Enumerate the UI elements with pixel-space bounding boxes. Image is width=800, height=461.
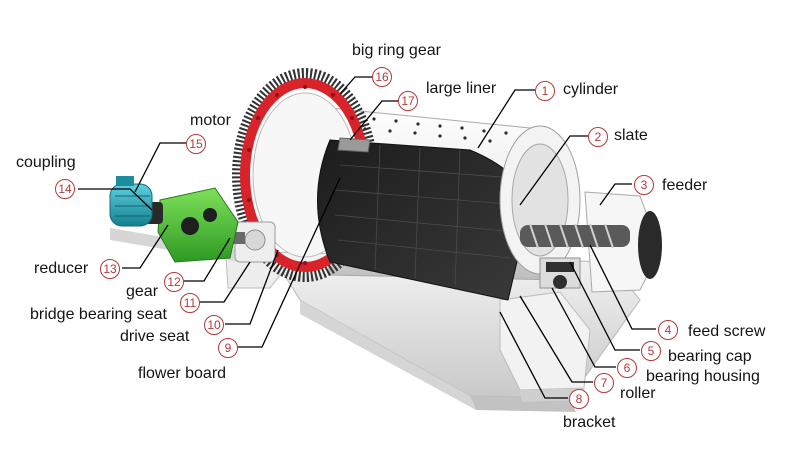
- label-bracket: bracket: [563, 414, 616, 431]
- label-gear: gear: [126, 283, 159, 300]
- leader-line-cylinder: [477, 89, 535, 149]
- leader-line-coupling: [78, 188, 153, 211]
- badge-15: 15: [186, 134, 206, 154]
- label-coupling: coupling: [16, 154, 76, 171]
- badge-2: 2: [588, 127, 608, 147]
- leader-line-bearing-housing: [551, 287, 616, 368]
- badge-9: 9: [218, 338, 238, 358]
- leader-line-big-ring-gear: [339, 76, 372, 95]
- badge-3: 3: [634, 175, 654, 195]
- label-motor: motor: [190, 112, 231, 129]
- badge-11: 11: [180, 293, 200, 313]
- leader-line-bridge-bearing-seat: [200, 261, 251, 303]
- leader-line-large-liner: [349, 100, 400, 141]
- leader-line-bearing-cap: [569, 261, 640, 351]
- badge-1: 1: [535, 81, 555, 101]
- leader-line-feeder: [599, 183, 632, 206]
- leader-line-flower-board: [237, 177, 341, 348]
- motor-shape: [109, 176, 153, 227]
- label-bearing-housing: bearing housing: [646, 368, 760, 385]
- leader-line-drive-seat: [225, 249, 279, 325]
- slate-end-plate: [499, 125, 581, 275]
- label-slate: slate: [614, 127, 648, 144]
- badge-13: 13: [100, 259, 120, 279]
- badge-14: 14: [55, 179, 75, 199]
- leader-line-bracket: [499, 311, 568, 399]
- label-large-liner: large liner: [426, 80, 497, 97]
- label-roller: roller: [620, 385, 656, 402]
- label-bearing-cap: bearing cap: [668, 348, 752, 365]
- reducer-shape: [157, 187, 239, 263]
- badge-7: 7: [594, 373, 614, 393]
- label-big-ring-gear: big ring gear: [352, 42, 441, 59]
- label-bridge-bearing-seat: bridge bearing seat: [30, 306, 167, 323]
- badge-4: 4: [658, 320, 678, 340]
- label-feeder: feeder: [662, 177, 708, 194]
- leader-lines: [78, 76, 656, 399]
- feed-screw-shape: [520, 223, 630, 249]
- badge-6: 6: [617, 358, 637, 378]
- leader-line-feed-screw: [589, 244, 656, 330]
- leader-line-slate: [519, 135, 588, 206]
- label-cylinder: cylinder: [563, 81, 619, 98]
- badge-12: 12: [164, 272, 184, 292]
- label-reducer: reducer: [34, 260, 89, 277]
- bearing-assembly-shape: [539, 257, 581, 289]
- label-feed-screw: feed screw: [688, 323, 766, 340]
- leader-line-gear: [184, 237, 231, 282]
- badge-17: 17: [398, 91, 418, 111]
- leader-line-reducer: [122, 224, 169, 269]
- label-flower-board: flower board: [138, 365, 227, 382]
- badge-10: 10: [204, 315, 224, 335]
- leader-line-motor: [134, 142, 186, 193]
- leader-line-roller: [519, 295, 593, 383]
- badge-5: 5: [641, 341, 661, 361]
- large-liner-shape: [317, 137, 529, 301]
- label-drive-seat: drive seat: [120, 328, 190, 345]
- badge-16: 16: [372, 67, 392, 87]
- badge-8: 8: [569, 389, 589, 409]
